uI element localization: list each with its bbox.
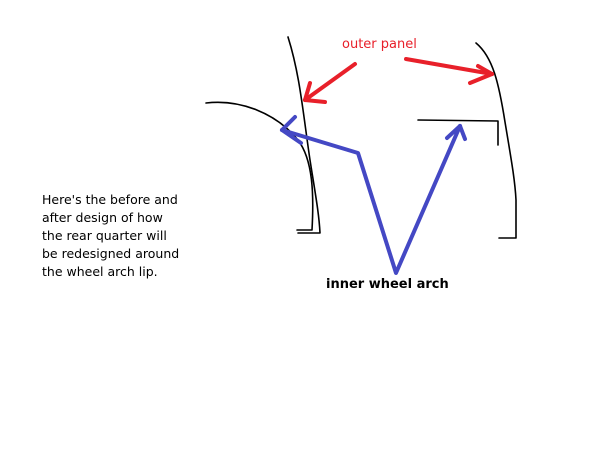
before-outer-panel-line (287, 36, 321, 234)
caption-line: be redesigned around (42, 246, 180, 261)
outer-panel-label: outer panel (342, 37, 417, 52)
outer-arrow-right (404, 57, 494, 85)
outer-arrow-left (303, 62, 357, 104)
caption-line: the wheel arch lip. (42, 264, 158, 279)
inner-wheel-arch-label: inner wheel arch (326, 277, 449, 292)
caption-line: the rear quarter will (42, 228, 167, 243)
inner-wheel-arch-arrows (280, 115, 467, 275)
inner-arrow-right-head (445, 124, 467, 141)
caption-text: Here's the before and after design of ho… (42, 191, 179, 281)
after-outer-panel-line (475, 42, 517, 239)
after-sketch (417, 42, 517, 239)
caption-line: Here's the before and (42, 192, 178, 207)
caption-line: after design of how (42, 210, 163, 225)
after-inner-arch-line (417, 119, 499, 146)
before-inner-arch-curve (205, 101, 314, 231)
inner-arrow-left-head (280, 115, 303, 145)
inner-arrow-shaft (280, 124, 462, 275)
outer-panel-arrows (303, 57, 494, 104)
